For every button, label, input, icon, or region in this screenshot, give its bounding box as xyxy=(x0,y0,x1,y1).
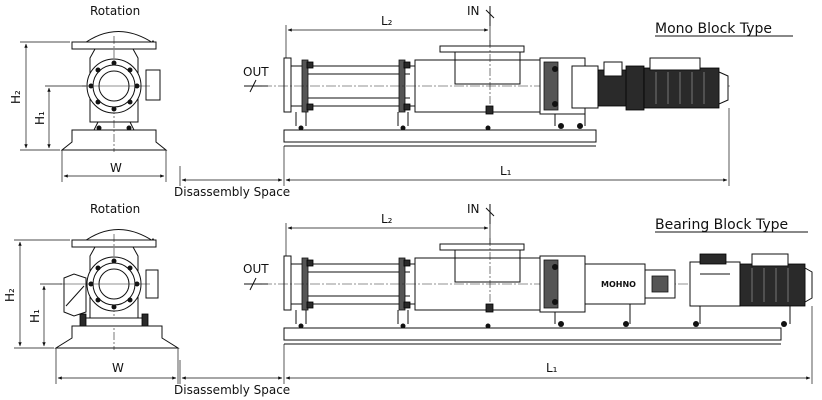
bearing-side-view: IN OUT L₂ xyxy=(243,202,813,384)
bearing-gear-reducer xyxy=(689,261,741,307)
mono-l2-label: L₂ xyxy=(381,14,393,28)
bearing-coupling xyxy=(651,275,669,293)
mono-in-arrow xyxy=(485,6,495,26)
bearing-disassembly-label: Disassembly Space xyxy=(174,383,290,397)
mono-block-title: Mono Block Type xyxy=(655,21,772,37)
mono-w-label: W xyxy=(110,161,122,175)
mono-h2-label: H₂ xyxy=(9,90,23,104)
bearing-motor-fan-cover xyxy=(804,267,813,303)
mono-adapter xyxy=(571,65,599,109)
bearing-coupling-brand: MOHNO xyxy=(601,280,636,289)
mono-gland xyxy=(543,61,559,111)
mono-out-label: OUT xyxy=(243,65,269,79)
bearing-rotation-label: Rotation xyxy=(90,202,140,216)
mono-side-box xyxy=(145,69,161,101)
mono-l1-label: L₁ xyxy=(500,164,512,178)
bearing-end-view: Rotation xyxy=(3,202,180,384)
mono-gland-bolt-top xyxy=(552,66,558,72)
bearing-inlet-flange-side xyxy=(439,243,525,251)
bearing-block-title: Bearing Block Type xyxy=(655,217,788,233)
mono-front-support xyxy=(295,112,307,126)
bearing-base-bolts xyxy=(298,321,787,329)
bearing-motor xyxy=(739,263,806,307)
mono-rotation-label: Rotation xyxy=(90,4,140,18)
bearing-terminal-box xyxy=(751,253,789,267)
mono-gland-bolt-bottom xyxy=(552,101,558,107)
mono-base-bolt-right xyxy=(126,125,132,131)
bearing-in-label: IN xyxy=(467,202,480,216)
mono-motor xyxy=(643,67,720,109)
bearing-motor-fins xyxy=(751,268,789,302)
mono-baseplate xyxy=(283,129,597,143)
mono-mid-support xyxy=(397,112,409,126)
mono-motor-fins xyxy=(655,72,705,104)
bearing-h1-label: H₁ xyxy=(28,309,42,323)
bearing-h2-label: H₂ xyxy=(3,288,17,302)
mono-base-bolts xyxy=(298,123,583,131)
mono-terminal-box xyxy=(649,57,701,71)
mono-rotation-arrow xyxy=(81,31,157,46)
mono-base-bolt-left xyxy=(96,125,102,131)
bearing-w-label: W xyxy=(112,361,124,375)
bearing-gland-bolt-bottom xyxy=(552,299,558,305)
mono-inlet-neck xyxy=(454,52,521,85)
bearing-l1-label: L₁ xyxy=(546,361,558,375)
bearing-pedestal xyxy=(83,317,145,327)
mono-disassembly-label: Disassembly Space xyxy=(174,185,290,199)
mono-body-outline xyxy=(89,48,139,123)
bearing-block-section: Bearing Block Type Rotation xyxy=(3,202,813,397)
mono-side-view: IN OUT L₂ xyxy=(243,4,730,186)
mono-end-view: Rotation xyxy=(9,4,168,182)
bearing-baseplate xyxy=(283,327,782,341)
bearing-rear-supports xyxy=(554,304,791,324)
bearing-side-housing xyxy=(63,273,87,317)
mono-gearbox-top xyxy=(603,61,623,77)
mono-outlet-flange xyxy=(283,57,292,113)
mono-flange-bolts xyxy=(88,60,140,112)
bearing-front-support xyxy=(295,310,307,324)
bearing-in-arrow xyxy=(485,204,495,224)
bearing-outlet-flange xyxy=(283,255,292,311)
bearing-l2-label: L₂ xyxy=(381,212,393,226)
bearing-gland xyxy=(543,259,559,309)
bearing-out-label: OUT xyxy=(243,262,269,276)
bearing-drain-plug xyxy=(485,303,494,313)
bearing-rotation-arrow xyxy=(81,229,157,244)
bearing-side-housing-line xyxy=(65,285,85,307)
mono-rear-support xyxy=(554,114,586,126)
bearing-gland-bolt-top xyxy=(552,264,558,270)
mono-h1-label: H₁ xyxy=(33,111,47,125)
mono-tie-rod-nuts xyxy=(306,61,411,111)
mono-inlet-flange-side xyxy=(439,45,525,53)
bearing-base-foot xyxy=(54,325,180,349)
mono-in-label: IN xyxy=(467,4,480,18)
bearing-mid-support xyxy=(397,310,409,324)
mono-gear-flange xyxy=(625,65,645,111)
mono-drain-plug xyxy=(485,105,494,115)
mono-motor-fan-cover xyxy=(718,71,729,105)
bearing-inlet-neck xyxy=(454,250,521,283)
bearing-tie-rod-nuts xyxy=(306,259,411,309)
bearing-reducer-top xyxy=(699,253,727,265)
mono-block-section: Mono Block Type Rotation xyxy=(9,4,793,199)
